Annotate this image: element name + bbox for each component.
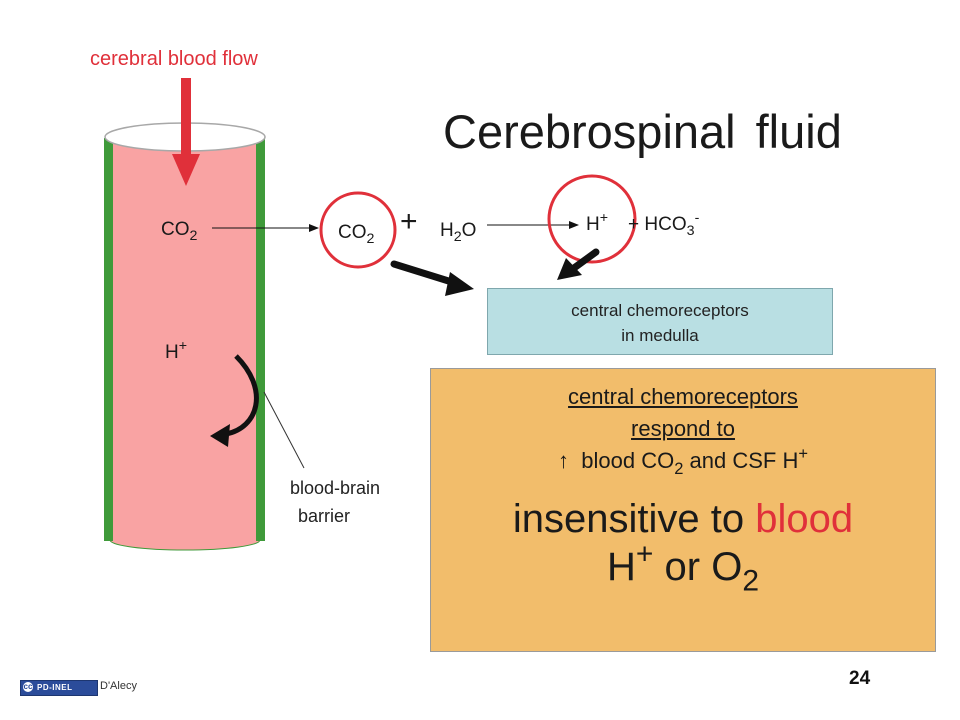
summary-line1: central chemoreceptors	[568, 384, 798, 409]
plus-sign: +	[400, 205, 418, 238]
cerebral-blood-flow-label: cerebral blood flow	[90, 48, 258, 70]
cc-icon: cc	[23, 682, 33, 692]
page-number: 24	[849, 668, 871, 689]
h-highlight-circle	[547, 174, 637, 264]
medulla-box-line2: in medulla	[621, 326, 699, 345]
csf-co2-label: CO2	[338, 222, 375, 247]
up-arrow-icon: ↑	[558, 448, 570, 473]
medulla-box-line1: central chemoreceptors	[571, 301, 749, 320]
water-label: H2O	[440, 220, 477, 245]
blood-brain-barrier-label: blood-brain barrier	[290, 478, 381, 526]
h-to-receptor-arrow	[557, 248, 600, 280]
summary-line5: H+ or O2	[606, 537, 759, 598]
blood-hydrogen-label: H+	[165, 338, 188, 363]
co2-to-receptor-arrow	[390, 260, 474, 296]
license-badge: cc PD-INEL	[20, 680, 98, 696]
bbb-pointer-line	[263, 391, 305, 469]
blood-vessel	[104, 122, 266, 551]
author-credit: D'Alecy	[100, 680, 137, 692]
summary-line3: ↑ blood CO2 and CSF H+	[558, 444, 808, 478]
summary-line4: insensitive to blood	[512, 497, 854, 541]
medulla-chemoreceptor-box: central chemoreceptors in medulla	[487, 288, 833, 355]
summary-box: central chemoreceptors respond to ↑ bloo…	[430, 368, 936, 652]
blood-co2-label: CO2	[161, 219, 198, 244]
summary-line2: respond to	[631, 416, 735, 441]
curved-arrow-icon	[210, 354, 259, 447]
bicarbonate-label: + HCO3-	[628, 210, 700, 239]
vessel-wall-right	[256, 138, 265, 541]
co2-highlight-circle	[319, 191, 397, 269]
vessel-wall-left	[104, 138, 113, 541]
red-down-arrow-icon	[172, 78, 200, 186]
hydrogen-ion-label: H+	[586, 210, 609, 235]
license-tag: PD-INEL	[37, 683, 73, 692]
